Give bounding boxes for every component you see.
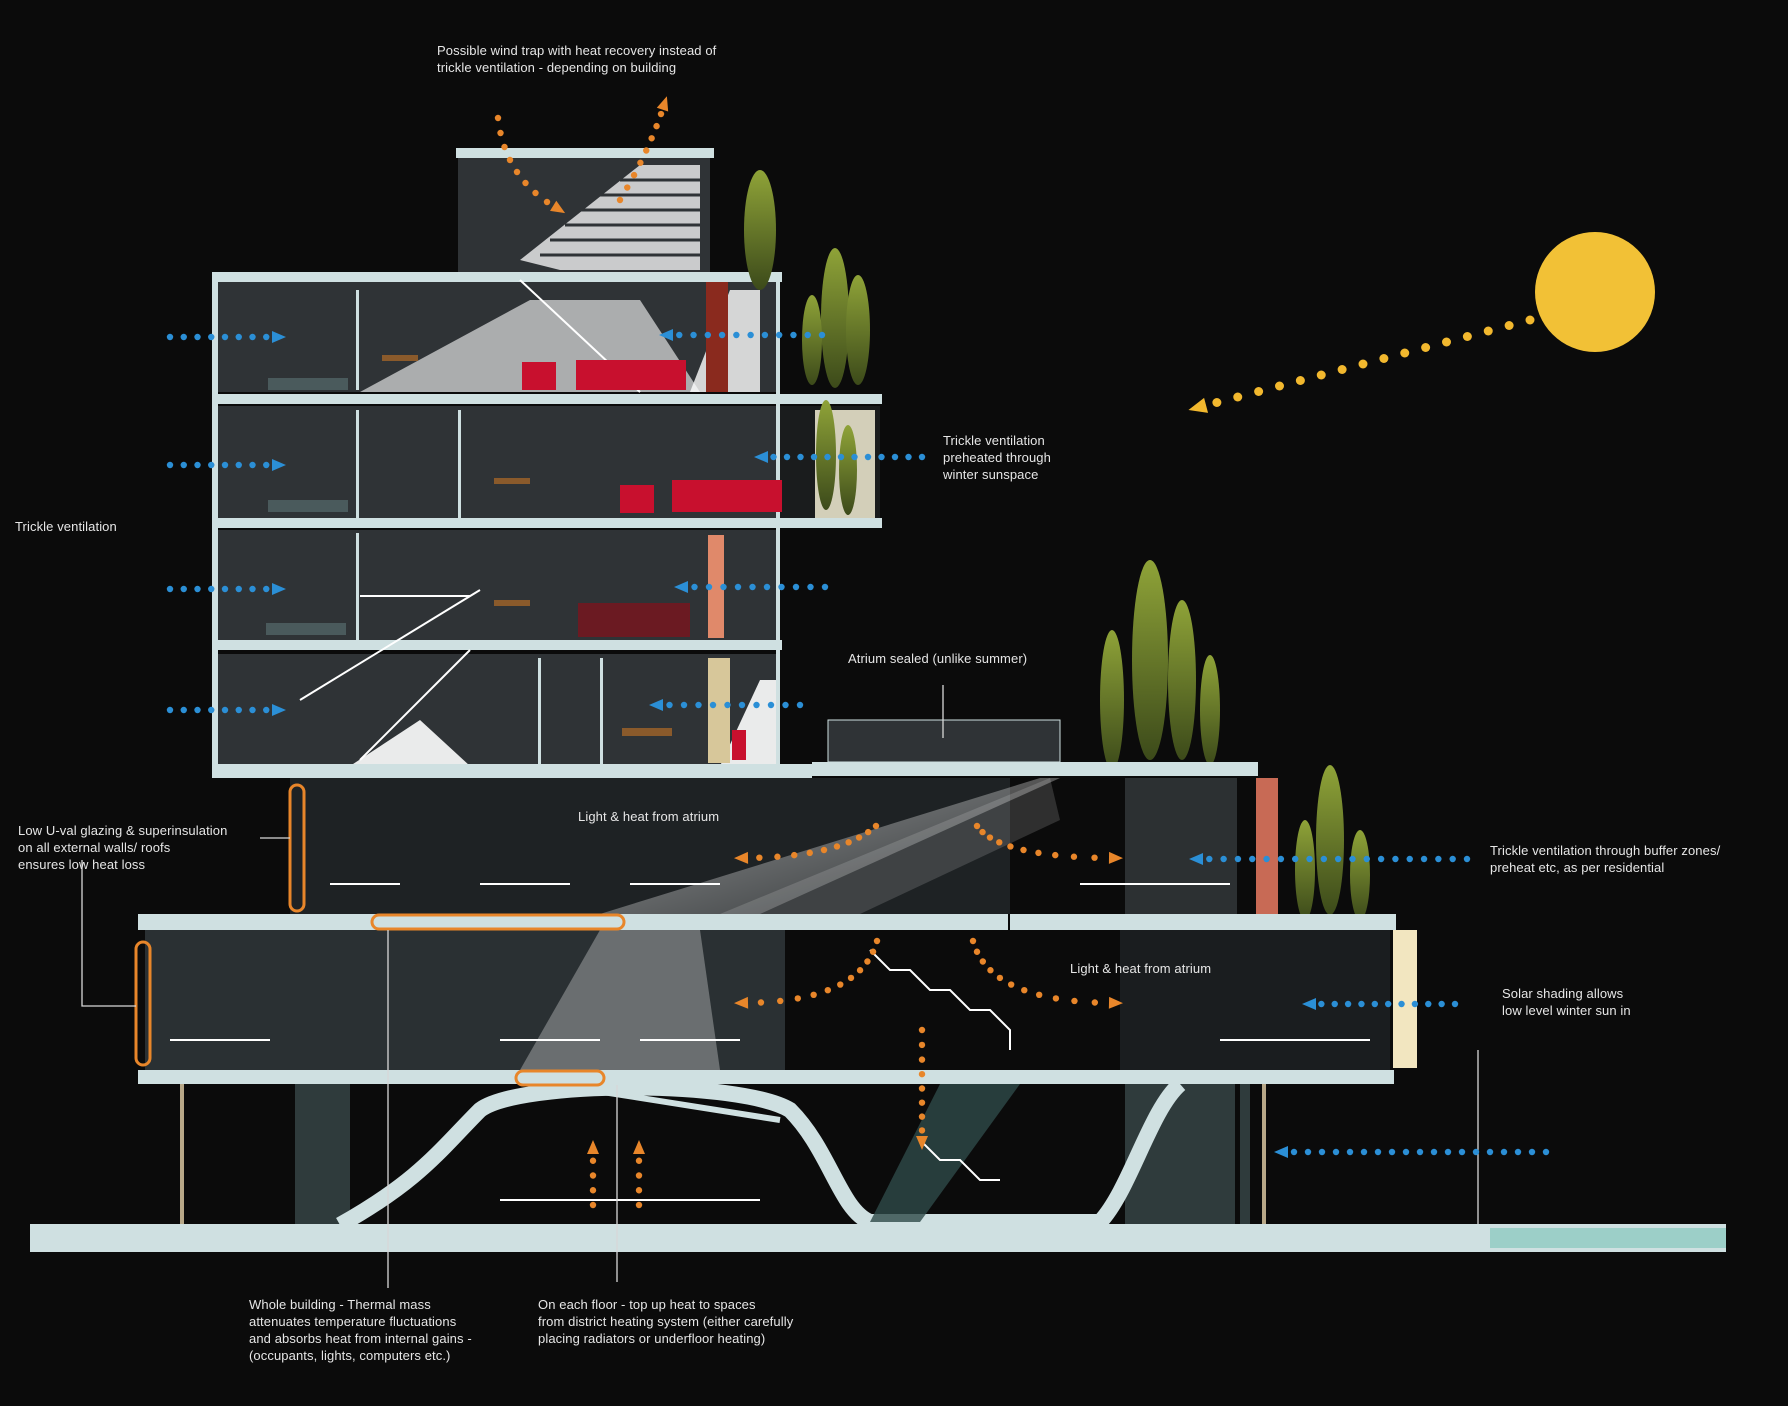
cold-air-arrow: [1189, 853, 1471, 865]
trickle-buffer-note: Trickle ventilation through buffer zones…: [1490, 843, 1721, 875]
atrium-sealed-note: Atrium sealed (unlike summer): [848, 651, 1028, 666]
district-heating-note: On each floor - top up heat to spaces fr…: [538, 1297, 794, 1346]
atrium-and-commercial-levels: [30, 719, 1726, 1252]
sun-ray-arrow: [1188, 315, 1535, 413]
warm-air-arrow: [969, 937, 1123, 1009]
residential-tower: [212, 272, 882, 778]
warm-air-arrow: [494, 114, 566, 214]
light-heat-atrium-lower-note: Light & heat from atrium: [1070, 961, 1212, 976]
cold-air-arrow: [166, 704, 286, 716]
cold-air-arrow: [1274, 1146, 1550, 1158]
sun-icon: [1535, 232, 1655, 352]
cold-air-arrow: [166, 459, 286, 471]
trickle-ventilation-note: Trickle ventilation: [15, 519, 117, 534]
wind-trap-note: Possible wind trap with heat recovery in…: [437, 43, 717, 75]
solar-shading-note: Solar shading allows low level winter su…: [1502, 986, 1631, 1018]
airflow-arrows: [166, 96, 1550, 1209]
low-u-val-note: Low U-val glazing & superinsulation on a…: [18, 823, 228, 872]
cold-air-arrow: [754, 451, 926, 463]
trickle-preheated-note: Trickle ventilation preheated through wi…: [943, 433, 1051, 482]
sun-ray-arrow: [1188, 315, 1535, 413]
warm-air-arrow: [616, 96, 669, 204]
cold-air-arrow: [649, 699, 804, 711]
cypress-tree-icon: [744, 170, 1370, 920]
cold-air-arrow: [674, 581, 829, 593]
wind-trap-box: [456, 148, 714, 272]
light-heat-atrium-upper-note: Light & heat from atrium: [578, 809, 720, 824]
warm-air-arrow: [973, 822, 1123, 864]
cold-air-arrow: [1302, 998, 1459, 1010]
leader-lines: [81, 685, 1479, 1288]
warm-air-arrow: [734, 937, 881, 1009]
warm-air-arrow: [633, 1140, 645, 1209]
insulation-outlines: [134, 783, 626, 1087]
warm-air-arrow: [587, 1140, 599, 1209]
warm-air-arrow: [734, 822, 880, 864]
cold-air-arrow: [659, 329, 826, 341]
warm-air-arrow: [916, 1026, 928, 1150]
cold-air-arrow: [166, 331, 286, 343]
cold-air-arrow: [166, 583, 286, 595]
thermal-mass-note: Whole building - Thermal mass attenuates…: [249, 1297, 472, 1363]
